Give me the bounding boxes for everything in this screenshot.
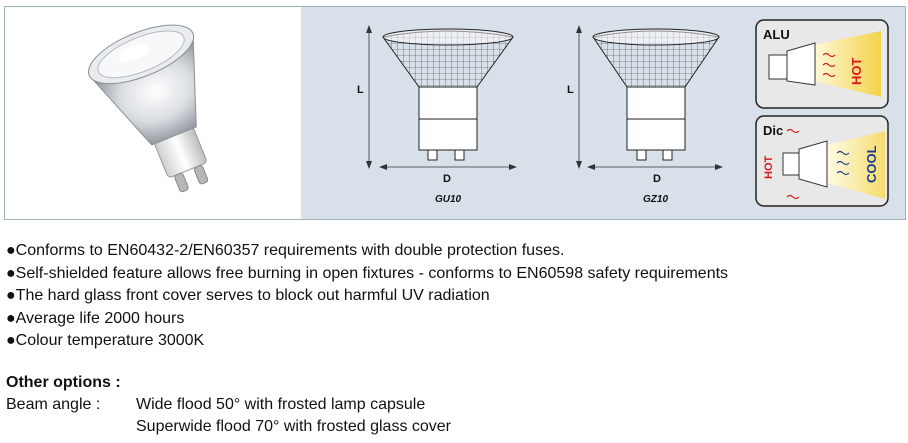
gu10-d-label: D (443, 173, 451, 185)
alu-title: ALU (763, 27, 790, 42)
feature-item: ●Colour temperature 3000K (6, 332, 205, 350)
lamp-photo-panel (5, 7, 301, 219)
dic-cool-label: COOL (864, 145, 879, 183)
beam-angle-row: Beam angle : Wide flood 50° with frosted … (6, 394, 451, 416)
gu10-diagram (366, 25, 517, 170)
beam-angle-row: Superwide flood 70° with frosted glass c… (6, 416, 451, 438)
gz10-l-label: L (567, 84, 574, 96)
feature-list: ●Conforms to EN60432-2/EN60357 requireme… (6, 240, 728, 353)
gz10-caption: GZ10 (643, 194, 668, 205)
diagram-panel: L D GU10 L D GZ10 ALU HOT (301, 7, 905, 219)
feature-item: ●The hard glass front cover serves to bl… (6, 287, 490, 305)
alu-hot-label: HOT (849, 58, 864, 86)
dic-title: Dic (763, 123, 783, 138)
product-banner: L D GU10 L D GZ10 ALU HOT (4, 6, 906, 220)
gz10-diagram (576, 25, 723, 170)
feature-item: ●Conforms to EN60432-2/EN60357 requireme… (6, 242, 565, 259)
gu10-l-label: L (357, 84, 364, 96)
gu10-caption: GU10 (435, 194, 462, 205)
other-options: Other options : Beam angle : Wide flood 5… (6, 372, 451, 438)
feature-item: ●Average life 2000 hours (6, 309, 185, 327)
dic-badge (755, 115, 889, 207)
dic-hot-label: HOT (763, 156, 775, 180)
gz10-d-label: D (653, 173, 661, 185)
other-options-title: Other options : (6, 374, 121, 391)
lamp-photo (87, 24, 209, 193)
beam-option: Wide flood 50° with frosted lamp capsule (136, 396, 426, 413)
alu-badge (755, 19, 889, 109)
feature-item: ●Self-shielded feature allows free burni… (6, 264, 729, 282)
beam-angle-label: Beam angle : (6, 396, 101, 413)
beam-option: Superwide flood 70° with frosted glass c… (136, 418, 452, 435)
dimension-diagrams: L D GU10 L D GZ10 ALU HOT (357, 19, 889, 207)
